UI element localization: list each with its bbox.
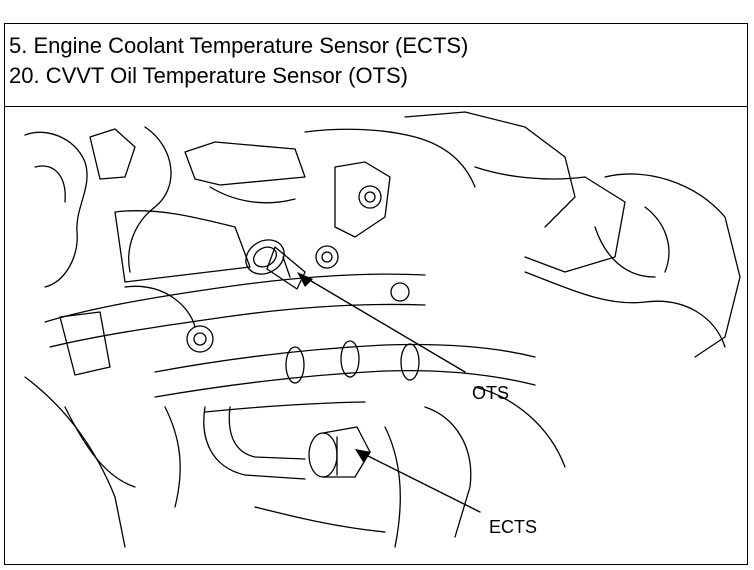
coolant-pipe [204,401,366,413]
ects-leader-line [359,451,481,513]
engine-contour [304,128,476,188]
pipe-coupling [285,346,305,384]
bolt [358,185,382,209]
ots-leader-line [300,274,466,373]
coolant-pipe [154,369,536,398]
bolt [315,245,339,269]
engine-contour [604,173,741,358]
ects-arrowhead [355,449,371,462]
engine-contour [184,141,306,186]
engine-contour [594,226,656,278]
caption-line-ects: 5. Engine Coolant Temperature Sensor (EC… [9,33,469,58]
engine-line-drawing: OTS ECTS [24,111,741,548]
engine-contour [254,506,386,533]
engine-contour [24,376,126,548]
bolt [193,332,207,346]
engine-contour [59,311,111,376]
coolant-pipe [203,406,306,480]
engine-contour [114,210,251,283]
engine-contour [164,406,181,508]
engine-contour [334,161,391,238]
engine-contour [24,131,88,288]
pipe-coupling [340,340,360,378]
caption-box: 5. Engine Coolant Temperature Sensor (EC… [5,24,747,107]
engine-contour [128,126,172,273]
engine-illustration: OTS ECTS [5,107,747,564]
bolt [364,191,376,203]
engine-contour [474,166,626,273]
bolt [186,325,214,353]
engine-contour [524,271,726,348]
engine-contour [404,111,576,228]
bolt [390,282,410,302]
diagram-frame: 5. Engine Coolant Temperature Sensor (EC… [4,23,748,565]
bolt [321,251,333,263]
engine-contour [124,285,196,328]
pipe-coupling [400,343,420,381]
callout-ects-label: ECTS [489,517,537,537]
engine-contour [34,165,66,203]
ots-arrowhead [297,272,313,287]
engine-contour [64,406,136,488]
engine-contour [209,186,296,204]
coolant-pipe [44,273,426,323]
coolant-pipe [49,303,426,348]
ots-sensor [245,239,306,290]
engine-contour [644,206,670,273]
engine-contour [474,386,566,468]
engine-contour [89,128,136,180]
engine-contour [384,426,401,548]
engine-contour [424,406,472,538]
callout-ots-label: OTS [472,383,509,403]
coolant-pipe [228,406,306,460]
caption-line-ots: 20. CVVT Oil Temperature Sensor (OTS) [9,63,408,88]
coolant-pipe [154,343,536,373]
